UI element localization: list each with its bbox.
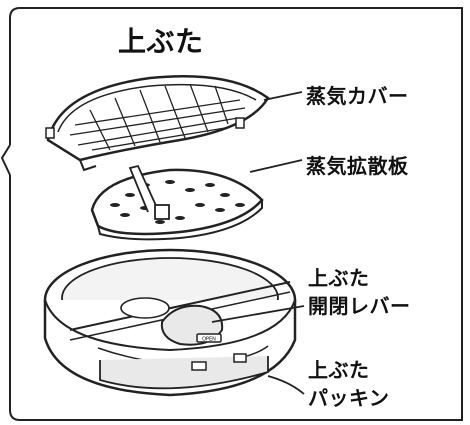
frame-notch — [0, 144, 11, 176]
frame-bracket — [9, 7, 463, 421]
label-lid-packing-line2: パッキン — [308, 386, 390, 410]
label-lid-packing-line1: 上ぶた — [308, 358, 370, 382]
label-steam-cover: 蒸気カバー — [306, 84, 409, 108]
leader-lid-lever — [211, 305, 305, 323]
steam-cover-illustration — [45, 75, 270, 172]
label-steam-diffuser: 蒸気拡散板 — [306, 154, 409, 178]
steam-diffuser-illustration — [90, 164, 264, 241]
leader-steam-cover — [263, 91, 303, 101]
label-lid-lever-line2: 開閉レバー — [308, 294, 411, 318]
inner-lid-illustration — [43, 248, 297, 397]
label-lid-lever-line1: 上ぶた — [308, 266, 370, 290]
page-title: 上ぶた — [118, 25, 204, 58]
leader-lid-packing — [267, 375, 305, 395]
leader-steam-diffuser — [249, 159, 303, 173]
lever-marking-text: OPEN — [202, 337, 216, 343]
